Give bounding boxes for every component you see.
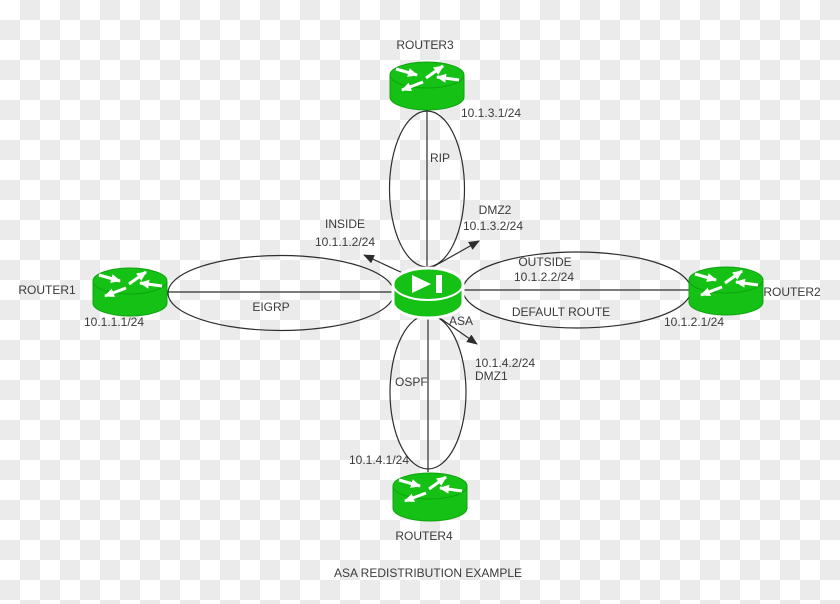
- diagram-caption: ASA REDISTRIBUTION EXAMPLE: [334, 566, 522, 580]
- router1-label: ROUTER1: [18, 283, 76, 297]
- asa-label: ASA: [449, 314, 473, 328]
- dmz1-interface-name: DMZ1: [475, 369, 508, 383]
- router2-icon: [689, 267, 763, 315]
- router2-ip: 10.1.2.1/24: [664, 315, 724, 329]
- dmz2-interface-name: DMZ2: [479, 203, 512, 217]
- rip-protocol-label: RIP: [430, 151, 450, 165]
- inside-interface-arrow: [363, 254, 408, 276]
- inside-interface-name: INSIDE: [325, 217, 365, 231]
- default-route-protocol-label: DEFAULT ROUTE: [512, 305, 610, 319]
- outside-interface-ip: 10.1.2.2/24: [514, 270, 574, 284]
- router3-icon: [390, 62, 464, 110]
- inside-interface-ip: 10.1.1.2/24: [315, 235, 375, 249]
- asa-icon: [391, 266, 465, 320]
- router1-ip: 10.1.1.1/24: [84, 315, 144, 329]
- eigrp-protocol-label: EIGRP: [252, 300, 289, 314]
- outside-interface-name: OUTSIDE: [518, 255, 571, 269]
- network-ellipse-eigrp: [167, 254, 395, 332]
- dmz1-interface-arrow: [436, 315, 478, 345]
- router3-ip: 10.1.3.1/24: [461, 106, 521, 120]
- dmz2-interface-arrow: [430, 240, 480, 269]
- dmz2-interface-ip: 10.1.3.2/24: [463, 219, 523, 233]
- router4-ip: 10.1.4.1/24: [349, 453, 409, 467]
- router4-label: ROUTER4: [395, 529, 453, 543]
- router2-label: ROUTER2: [763, 285, 821, 299]
- dmz1-interface-ip: 10.1.4.2/24: [475, 356, 535, 370]
- router1-icon: [93, 268, 167, 316]
- router4-icon: [393, 473, 467, 521]
- router3-label: ROUTER3: [396, 38, 454, 52]
- ospf-protocol-label: OSPF: [395, 375, 428, 389]
